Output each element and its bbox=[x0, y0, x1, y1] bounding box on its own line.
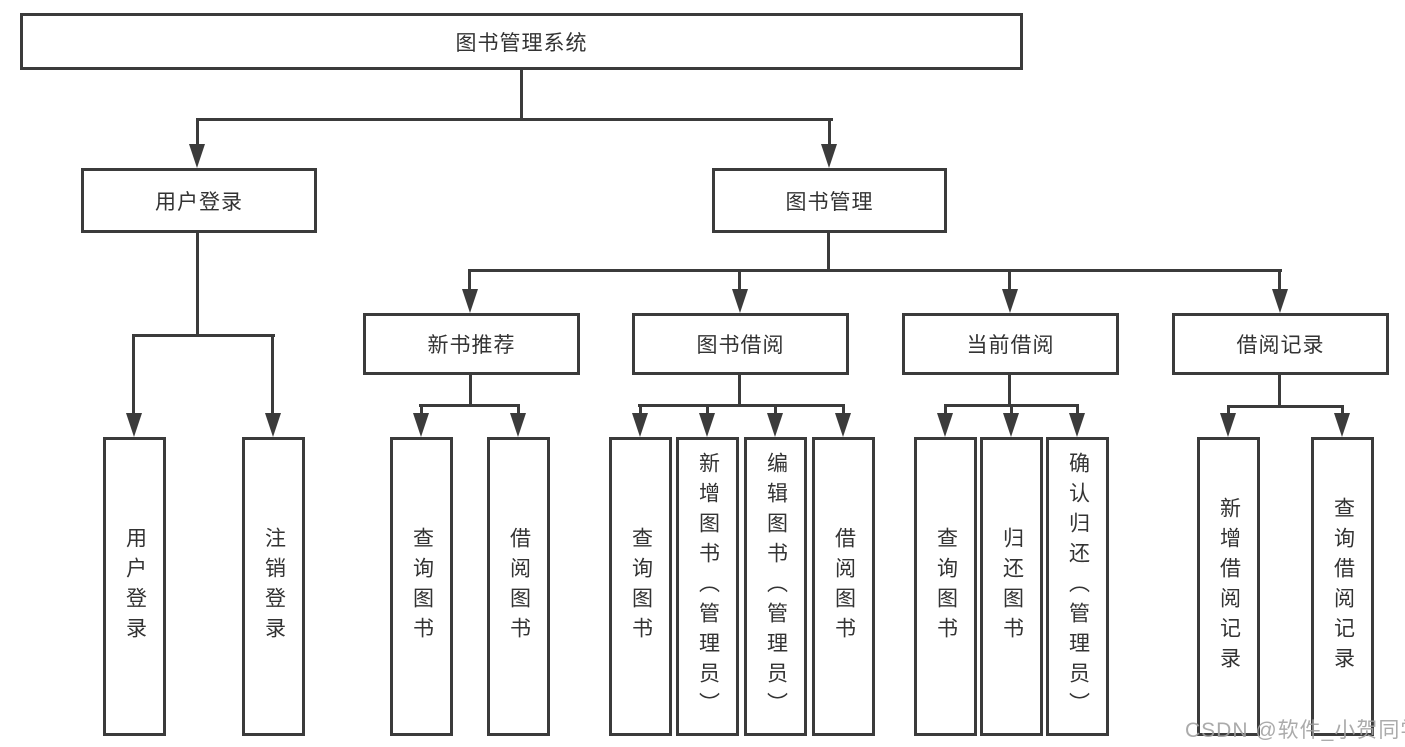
leaf-borrowing-add-books-admin: 新增图书（管理员） bbox=[676, 437, 739, 736]
connector-line bbox=[842, 406, 845, 416]
connector-line bbox=[468, 269, 1282, 272]
leaf-borrowing-add-books-admin-label: 新增图书（管理员） bbox=[696, 451, 720, 722]
leaf-records-query-record-label: 查询借阅记录 bbox=[1331, 496, 1355, 677]
arrow-down-icon bbox=[1002, 289, 1018, 313]
connector-line bbox=[132, 334, 275, 337]
connector-line bbox=[1008, 375, 1011, 406]
leaf-borrowing-borrow-books-label: 借阅图书 bbox=[832, 526, 856, 647]
leaf-current-confirm-return-admin-label: 确认归还（管理员） bbox=[1066, 451, 1090, 722]
connector-line bbox=[774, 406, 777, 416]
arrow-down-icon bbox=[1272, 289, 1288, 313]
connector-line bbox=[520, 69, 523, 120]
leaf-current-return-books: 归还图书 bbox=[980, 437, 1043, 736]
arrow-down-icon bbox=[937, 413, 953, 437]
leaf-recommend-borrow-books-label: 借阅图书 bbox=[507, 526, 531, 647]
connector-line bbox=[469, 374, 472, 407]
connector-line bbox=[271, 336, 274, 416]
connector-line bbox=[1008, 271, 1011, 291]
leaf-recommend-borrow-books: 借阅图书 bbox=[487, 437, 550, 736]
connector-line bbox=[639, 406, 642, 416]
arrow-down-icon bbox=[632, 413, 648, 437]
node-current-borrowing: 当前借阅 bbox=[902, 313, 1119, 375]
leaf-logout: 注销登录 bbox=[242, 437, 305, 736]
connector-line bbox=[706, 406, 709, 416]
node-current-borrowing-label: 当前借阅 bbox=[966, 334, 1055, 357]
arrow-down-icon bbox=[189, 144, 205, 168]
leaf-borrowing-query-books-label: 查询图书 bbox=[629, 526, 653, 647]
connector-line bbox=[196, 118, 833, 121]
leaf-records-add-record: 新增借阅记录 bbox=[1197, 437, 1260, 736]
arrow-down-icon bbox=[1003, 413, 1019, 437]
node-new-book-recommendation: 新书推荐 bbox=[363, 313, 580, 375]
connector-line bbox=[517, 406, 520, 416]
leaf-user-login-label: 用户登录 bbox=[123, 526, 147, 647]
leaf-records-add-record-label: 新增借阅记录 bbox=[1217, 496, 1241, 677]
arrow-down-icon bbox=[835, 413, 851, 437]
connector-line bbox=[828, 120, 831, 148]
connector-line bbox=[196, 120, 199, 148]
leaf-user-login: 用户登录 bbox=[103, 437, 166, 736]
arrow-down-icon bbox=[767, 413, 783, 437]
leaf-borrowing-query-books: 查询图书 bbox=[609, 437, 672, 736]
node-root: 图书管理系统 bbox=[20, 13, 1023, 70]
connector-line bbox=[1076, 406, 1079, 416]
leaf-current-confirm-return-admin: 确认归还（管理员） bbox=[1046, 437, 1109, 736]
node-new-book-recommendation-label: 新书推荐 bbox=[427, 334, 516, 357]
connector-line bbox=[738, 375, 741, 406]
connector-line bbox=[827, 232, 830, 272]
connector-line bbox=[1227, 405, 1344, 408]
watermark-text: CSDN @软件_小贺同学 bbox=[1185, 719, 1405, 742]
connector-line bbox=[1278, 374, 1281, 407]
arrow-down-icon bbox=[1220, 413, 1236, 437]
connector-line bbox=[1227, 407, 1230, 415]
leaf-borrowing-borrow-books: 借阅图书 bbox=[812, 437, 875, 736]
leaf-recommend-query-books: 查询图书 bbox=[390, 437, 453, 736]
connector-line bbox=[1341, 407, 1344, 415]
leaf-logout-label: 注销登录 bbox=[262, 526, 286, 647]
arrow-down-icon bbox=[510, 413, 526, 437]
arrow-down-icon bbox=[699, 413, 715, 437]
arrow-down-icon bbox=[413, 413, 429, 437]
arrow-down-icon bbox=[1334, 413, 1350, 437]
connector-line bbox=[944, 404, 1079, 407]
node-borrowing-records: 借阅记录 bbox=[1172, 313, 1389, 375]
arrow-down-icon bbox=[732, 289, 748, 313]
arrow-down-icon bbox=[126, 413, 142, 437]
leaf-records-query-record: 查询借阅记录 bbox=[1311, 437, 1374, 736]
connector-line bbox=[419, 404, 520, 407]
leaf-current-return-books-label: 归还图书 bbox=[1000, 526, 1024, 647]
node-borrowing-records-label: 借阅记录 bbox=[1236, 334, 1325, 357]
connector-line bbox=[420, 406, 423, 416]
connector-line bbox=[638, 404, 845, 407]
connector-line bbox=[1278, 271, 1281, 291]
node-user-login: 用户登录 bbox=[81, 168, 317, 233]
arrow-down-icon bbox=[1069, 413, 1085, 437]
node-book-management-label: 图书管理 bbox=[785, 190, 874, 214]
connector-line bbox=[1010, 406, 1013, 416]
node-root-label: 图书管理系统 bbox=[455, 31, 588, 55]
arrow-down-icon bbox=[821, 144, 837, 168]
node-user-login-label: 用户登录 bbox=[155, 190, 243, 214]
leaf-recommend-query-books-label: 查询图书 bbox=[410, 526, 434, 647]
leaf-current-query-books: 查询图书 bbox=[914, 437, 977, 736]
node-book-borrowing-label: 图书借阅 bbox=[696, 334, 785, 357]
arrow-down-icon bbox=[462, 289, 478, 313]
leaf-current-query-books-label: 查询图书 bbox=[934, 526, 958, 647]
leaf-borrowing-edit-books-admin: 编辑图书（管理员） bbox=[744, 437, 807, 736]
arrow-down-icon bbox=[265, 413, 281, 437]
node-book-borrowing: 图书借阅 bbox=[632, 313, 849, 375]
connector-line bbox=[738, 271, 741, 291]
connector-line bbox=[468, 271, 471, 291]
leaf-borrowing-edit-books-admin-label: 编辑图书（管理员） bbox=[764, 451, 788, 722]
connector-line bbox=[944, 406, 947, 416]
connector-line bbox=[196, 232, 199, 336]
connector-line bbox=[132, 336, 135, 416]
node-book-management: 图书管理 bbox=[712, 168, 947, 233]
